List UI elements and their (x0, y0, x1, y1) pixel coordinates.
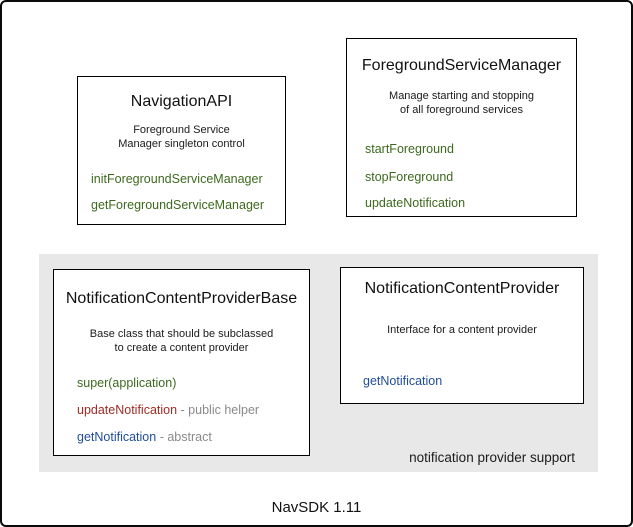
class-title: NotificationContentProviderBase (65, 290, 298, 307)
class-description: Base class that should be subclassed to … (54, 327, 309, 355)
class-description-line: Manager singleton control (118, 138, 245, 150)
method-row: getNotification - abstract (54, 430, 309, 445)
method-name: getNotification (77, 430, 157, 444)
method-name: getNotification (363, 374, 443, 388)
sdk-version-label: NavSDK 1.11 (271, 499, 362, 516)
method-name: stopForeground (365, 170, 454, 184)
class-box-notification-content-provider: NotificationContentProvider Interface fo… (340, 267, 584, 404)
method-row: getForegroundServiceManager (78, 198, 285, 213)
method-annotation: - public helper (177, 403, 260, 417)
class-description-line: Interface for a content provider (387, 324, 537, 336)
group-band-label: notification provider support (409, 450, 575, 465)
class-box-foreground-service-manager: ForegroundServiceManager Manage starting… (346, 38, 577, 217)
class-description-line: of all foreground services (400, 104, 523, 116)
method-name: startForeground (365, 142, 454, 156)
class-title: ForegroundServiceManager (361, 57, 562, 74)
method-name: initForegroundServiceManager (91, 172, 263, 186)
method-annotation: - abstract (156, 430, 212, 444)
method-row: initForegroundServiceManager (78, 172, 285, 187)
method-row: updateNotification - public helper (54, 403, 309, 418)
method-row: getNotification (341, 374, 583, 389)
class-title: NavigationAPI (130, 93, 233, 110)
class-description-line: to create a content provider (114, 342, 249, 354)
method-name: getForegroundServiceManager (91, 198, 265, 212)
class-title: NotificationContentProvider (364, 280, 560, 297)
method-name: super(application) (77, 376, 177, 390)
method-row: updateNotification (347, 196, 576, 211)
class-description: Interface for a content provider (341, 323, 583, 337)
class-box-navigation-api: NavigationAPI Foreground Service Manager… (77, 76, 286, 225)
class-description-line: Manage starting and stopping (389, 90, 534, 102)
class-description-line: Base class that should be subclassed (89, 328, 274, 340)
method-row: startForeground (347, 142, 576, 157)
method-name: updateNotification (365, 196, 466, 210)
method-row: stopForeground (347, 170, 576, 185)
class-description-line: Foreground Service (133, 124, 230, 136)
class-description: Foreground Service Manager singleton con… (78, 123, 285, 151)
method-row: super(application) (54, 376, 309, 391)
class-description: Manage starting and stopping of all fore… (347, 89, 576, 117)
class-box-notification-content-provider-base: NotificationContentProviderBase Base cla… (53, 269, 310, 456)
method-name: updateNotification (77, 403, 178, 417)
